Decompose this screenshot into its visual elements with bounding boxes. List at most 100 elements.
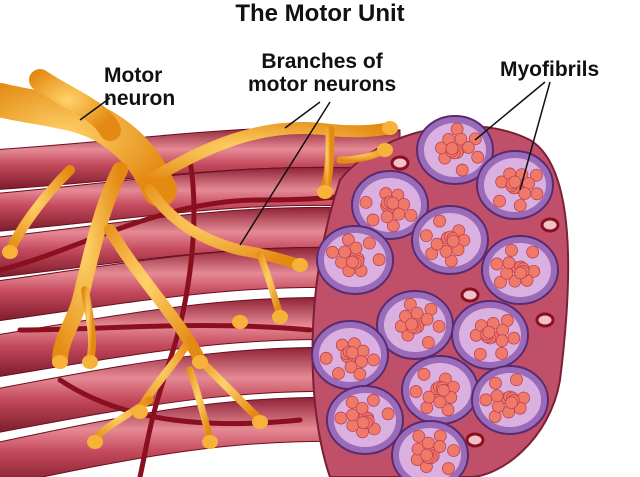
myofibril — [409, 385, 423, 398]
axon-terminal — [272, 310, 288, 324]
blood-vessel-section — [540, 217, 560, 233]
myofibril — [500, 266, 514, 280]
myofibril — [496, 323, 510, 337]
myofibril — [491, 399, 505, 413]
myofibril — [344, 360, 358, 374]
myofibril — [502, 256, 516, 270]
fascicle — [376, 290, 454, 360]
label-branches: Branches of motor neurons — [248, 50, 396, 96]
motor-neuron — [0, 69, 396, 444]
myofibril — [495, 346, 509, 360]
myofibril — [530, 187, 544, 201]
myofibril — [432, 320, 446, 333]
fascicle — [451, 300, 529, 370]
myofibril — [529, 168, 543, 182]
cross-section — [311, 115, 570, 477]
myofibril — [482, 325, 496, 339]
myofibril — [495, 334, 509, 348]
axon-terminal — [317, 185, 333, 199]
axon-terminal — [377, 143, 393, 157]
fascicle — [316, 225, 394, 295]
myofibril — [319, 351, 333, 365]
fascicle — [351, 170, 429, 240]
myofibril — [417, 367, 431, 381]
fascicle — [411, 205, 489, 275]
label-motor-neuron: Motor neuron — [104, 64, 175, 110]
myofibril — [422, 390, 436, 404]
myofibril — [345, 346, 359, 360]
myofibril — [526, 245, 540, 259]
myofibril — [510, 373, 523, 387]
fascicle — [471, 365, 549, 435]
myofibril — [420, 401, 434, 414]
axon-terminal — [82, 355, 98, 369]
myofibril — [355, 355, 368, 369]
myofibril — [479, 393, 493, 407]
myofibril — [430, 237, 444, 251]
axon-terminal — [202, 435, 218, 449]
myofibril — [345, 395, 359, 409]
blood-vessel-section — [460, 287, 480, 303]
myofibril — [442, 462, 455, 475]
myofibril — [381, 407, 395, 421]
myofibril — [386, 219, 400, 233]
label-myofibrils: Myofibrils — [500, 58, 600, 81]
blood-vessel-section — [465, 432, 485, 448]
myofibril — [471, 150, 485, 164]
myofibril — [332, 367, 345, 380]
myofibril — [346, 255, 359, 269]
fascicle — [326, 385, 404, 455]
myofibril — [425, 247, 439, 261]
myofibril — [447, 444, 460, 457]
myofibril — [421, 436, 435, 450]
fascicle — [401, 355, 479, 425]
fascicle — [311, 320, 389, 390]
myofibril — [489, 376, 502, 390]
label-branches-line2: motor neurons — [248, 73, 397, 96]
axon-terminal — [232, 315, 248, 329]
axon-terminal — [2, 245, 18, 259]
myofibril — [372, 253, 386, 267]
myofibril — [493, 194, 506, 208]
label-motor-neuron-line1: Motor — [104, 64, 163, 87]
fascicle — [476, 150, 554, 220]
myofibril — [518, 187, 532, 200]
myofibril — [513, 199, 527, 212]
myofibril — [433, 395, 447, 409]
myofibril — [445, 142, 459, 155]
myofibril — [359, 195, 373, 209]
myofibril — [405, 317, 419, 331]
myofibril — [341, 233, 355, 247]
myofibril — [349, 241, 363, 255]
myofibril — [392, 207, 406, 221]
myofibril — [508, 175, 522, 189]
myofibril — [507, 331, 521, 345]
fascicle — [416, 115, 494, 185]
blood-vessel-section — [535, 312, 555, 328]
myofibril — [353, 367, 367, 381]
myofibril — [514, 266, 528, 280]
myofibril — [439, 245, 453, 258]
myofibril — [494, 275, 507, 289]
myofibril — [338, 245, 352, 259]
myofibril — [462, 141, 475, 154]
axon-terminal — [292, 258, 308, 272]
myofibril — [366, 213, 380, 227]
axon-terminal — [87, 435, 103, 449]
axon-terminal — [192, 355, 208, 369]
myofibril — [403, 298, 417, 311]
myofibril — [420, 312, 434, 326]
myofibril — [346, 419, 360, 432]
myofibril — [326, 245, 339, 259]
myofibril — [441, 403, 455, 417]
myofibril — [446, 234, 460, 248]
axon-terminal — [52, 355, 68, 369]
myofibril — [505, 396, 518, 410]
myofibril — [362, 236, 376, 250]
myofibril — [410, 306, 424, 320]
myofibril — [421, 336, 435, 349]
myofibril — [367, 353, 380, 367]
myofibril — [437, 383, 450, 397]
